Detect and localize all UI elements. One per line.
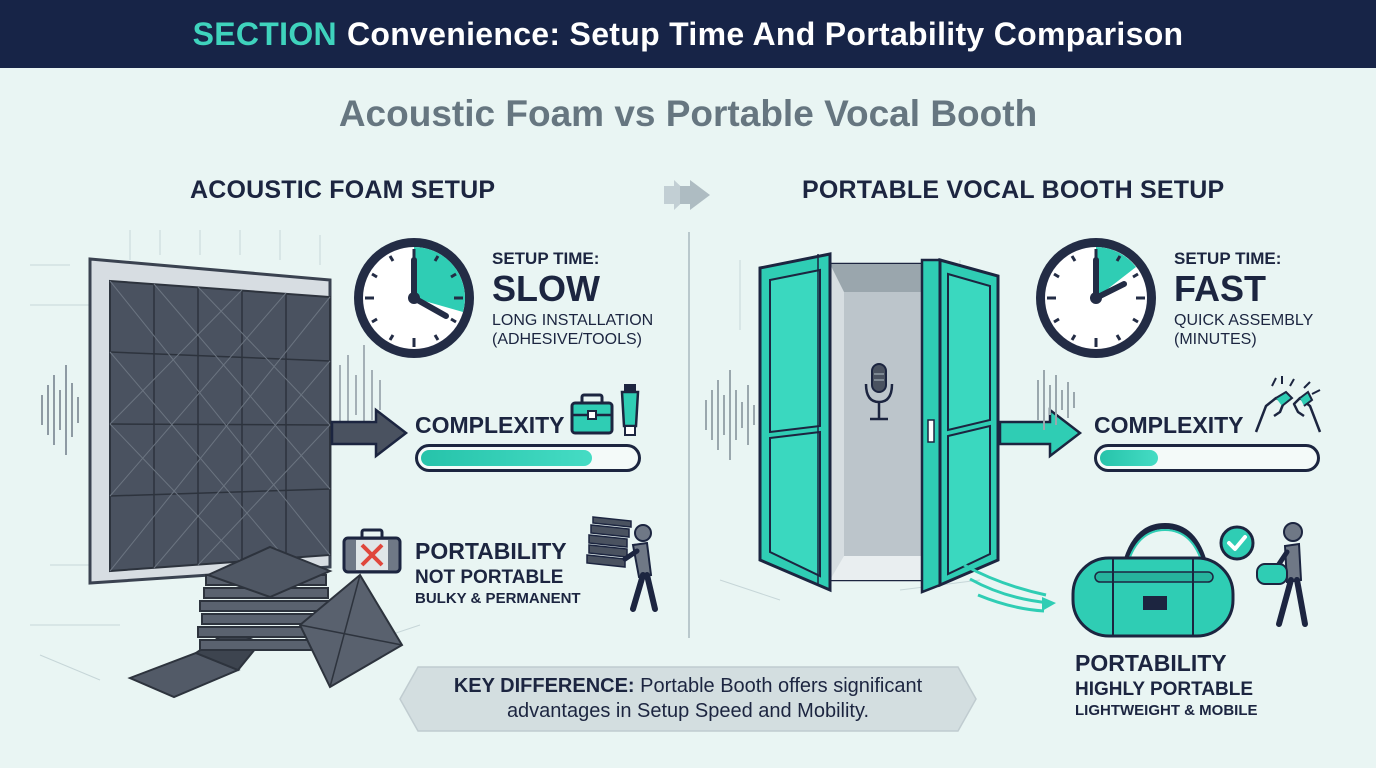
right-portability-note: LIGHTWEIGHT & MOBILE <box>1075 702 1258 719</box>
checkmark-icon <box>1219 525 1255 561</box>
arrow-right-icon-2 <box>998 407 1083 459</box>
person-carrying-foam-icon <box>586 516 658 612</box>
toolbox-icon <box>570 393 614 435</box>
broken-suitcase-icon <box>342 528 402 574</box>
left-setup-time-label: SETUP TIME: <box>492 249 600 268</box>
right-column-title: PORTABLE VOCAL BOOTH SETUP <box>802 176 1225 204</box>
key-difference-text: KEY DIFFERENCE: Portable Booth offers si… <box>418 674 958 724</box>
left-column-title: ACOUSTIC FOAM SETUP <box>190 176 496 204</box>
right-setup-time-label: SETUP TIME: <box>1174 249 1282 268</box>
left-setup-note-1: LONG INSTALLATION <box>492 312 654 329</box>
glue-tube-icon <box>620 384 640 436</box>
right-portability-value: HIGHLY PORTABLE <box>1075 679 1254 700</box>
right-setup-note-2: (MINUTES) <box>1174 331 1257 348</box>
header-title: Convenience: Setup Time And Portability … <box>346 15 1184 52</box>
key-difference-line-1: Portable Booth offers significant <box>640 675 923 697</box>
double-chevron-icon <box>664 180 710 210</box>
right-setup-time-value: FAST <box>1174 268 1267 309</box>
sound-wave-icon <box>1037 370 1075 430</box>
key-difference-line-2: advantages in Setup Speed and Mobility. <box>506 700 870 722</box>
clock-icon-fast <box>1036 238 1156 358</box>
left-complexity-bar-fill <box>421 450 593 466</box>
vocal-booth-illustration <box>705 252 1000 601</box>
key-difference-box: KEY DIFFERENCE: Portable Booth offers si… <box>398 665 978 733</box>
right-setup-note-1: QUICK ASSEMBLY <box>1174 312 1314 329</box>
duffel-bag-icon <box>1071 522 1235 638</box>
person-walking-icon <box>1256 522 1308 627</box>
header-banner: SECTION Convenience: Setup Time And Port… <box>0 0 1376 68</box>
clock-icon <box>354 238 474 358</box>
hand-snap-icon <box>1254 376 1322 433</box>
left-portability-value: NOT PORTABLE <box>415 567 564 588</box>
arrow-right-icon <box>330 407 409 459</box>
page-subtitle: Acoustic Foam vs Portable Vocal Booth <box>338 93 1038 134</box>
motion-lines-icon <box>963 563 1056 613</box>
header-section-label: SECTION <box>192 15 337 52</box>
right-complexity-label: COMPLEXITY <box>1094 412 1244 438</box>
left-complexity-bar <box>415 444 641 472</box>
right-complexity-bar-fill <box>1100 450 1158 466</box>
left-portability-note: BULKY & PERMANENT <box>415 590 581 607</box>
key-difference-label: KEY DIFFERENCE: <box>453 675 635 697</box>
left-setup-time-value: SLOW <box>492 268 600 309</box>
left-portability-label: PORTABILITY <box>415 538 567 564</box>
right-portability-label: PORTABILITY <box>1075 650 1227 676</box>
left-setup-note-2: (ADHESIVE/TOOLS) <box>492 331 642 348</box>
center-divider <box>688 232 690 638</box>
right-complexity-bar <box>1094 444 1320 472</box>
foam-panel-illustration <box>30 230 421 699</box>
microphone-icon <box>864 363 894 421</box>
left-complexity-label: COMPLEXITY <box>415 412 565 438</box>
